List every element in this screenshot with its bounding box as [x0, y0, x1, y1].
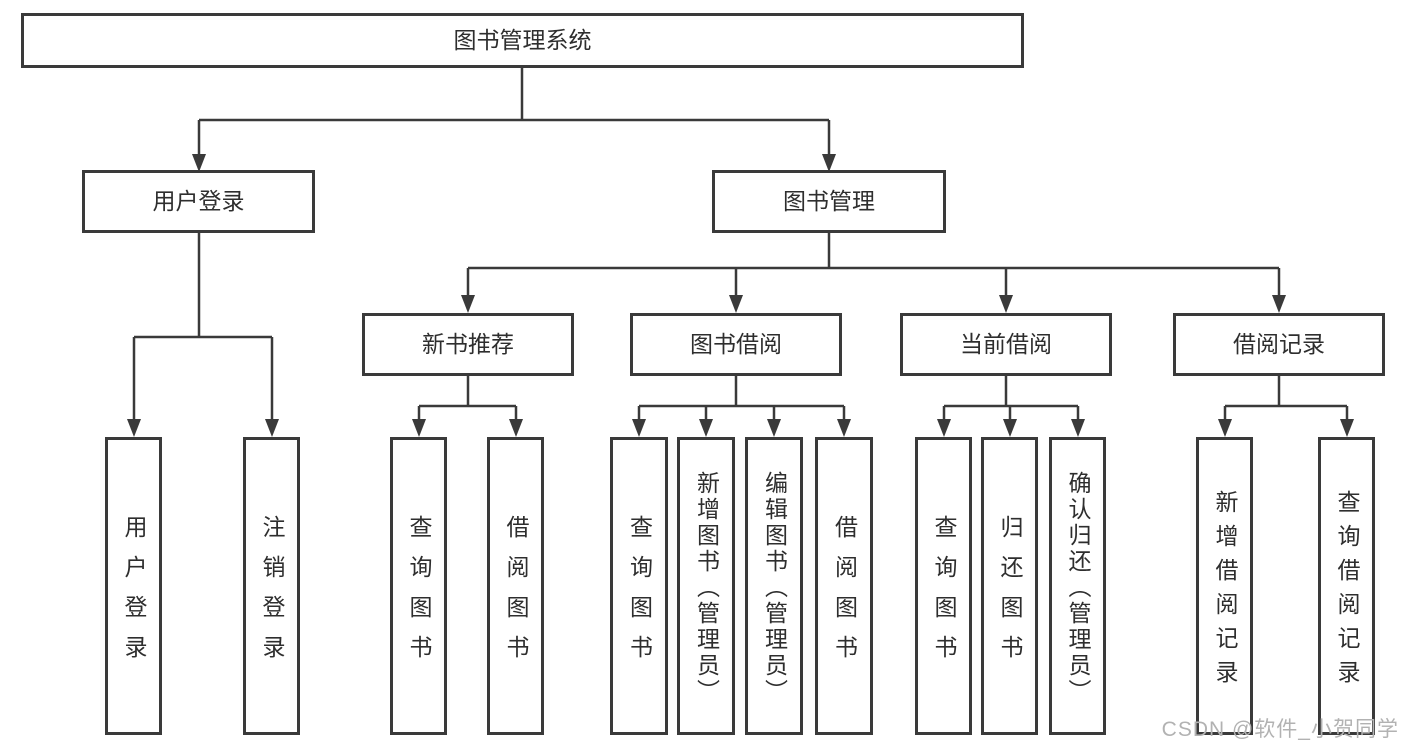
node-book-borrow: 图书借阅 — [630, 313, 842, 376]
leaf-add-borrow-record: 新增借阅记录 — [1196, 437, 1253, 735]
leaf-query-borrow-record: 查询借阅记录 — [1318, 437, 1375, 735]
node-book-management-label: 图书管理 — [783, 188, 875, 214]
node-new-book-recommend: 新书推荐 — [362, 313, 574, 376]
leaf-add-book-admin: 新增图书（管理员） — [677, 437, 735, 735]
connector-paths — [132, 68, 1349, 421]
leaf-edit-book-admin-label: 编辑图书（管理员） — [761, 470, 788, 705]
leaf-query-book-recommend: 查询图书 — [390, 437, 447, 735]
node-root-label: 图书管理系统 — [453, 27, 592, 53]
leaf-logout-label: 注销登录 — [259, 514, 285, 675]
leaf-add-book-admin-label: 新增图书（管理员） — [693, 470, 720, 705]
leaf-edit-book-admin: 编辑图书（管理员） — [745, 437, 803, 735]
leaf-user-login-label: 用户登录 — [121, 514, 147, 675]
leaf-borrow-book-recommend: 借阅图书 — [487, 437, 544, 735]
leaf-user-login: 用户登录 — [105, 437, 162, 735]
node-user-login-label: 用户登录 — [152, 188, 245, 214]
leaf-borrow-book: 借阅图书 — [815, 437, 873, 735]
csdn-watermark: CSDN @软件_小贺同学 — [1161, 718, 1399, 741]
node-current-borrow-label: 当前借阅 — [960, 331, 1052, 357]
leaf-query-book-current: 查询图书 — [915, 437, 972, 735]
leaf-query-borrow-record-label: 查询借阅记录 — [1334, 489, 1360, 694]
node-new-book-recommend-label: 新书推荐 — [422, 331, 514, 357]
node-borrow-records: 借阅记录 — [1173, 313, 1385, 376]
node-user-login: 用户登录 — [82, 170, 315, 233]
leaf-confirm-return-admin-label: 确认归还（管理员） — [1065, 470, 1091, 705]
leaf-confirm-return-admin: 确认归还（管理员） — [1049, 437, 1106, 735]
node-borrow-records-label: 借阅记录 — [1233, 331, 1325, 357]
leaf-return-book: 归还图书 — [981, 437, 1038, 735]
node-book-management: 图书管理 — [712, 170, 946, 233]
leaf-query-book-borrow-label: 查询图书 — [626, 514, 653, 675]
arrowheads — [127, 154, 1354, 437]
leaf-query-book-current-label: 查询图书 — [931, 514, 957, 675]
leaf-borrow-book-recommend-label: 借阅图书 — [503, 514, 529, 675]
leaf-query-book-borrow: 查询图书 — [610, 437, 668, 735]
node-book-borrow-label: 图书借阅 — [690, 331, 782, 357]
leaf-add-borrow-record-label: 新增借阅记录 — [1212, 489, 1238, 694]
leaf-logout: 注销登录 — [243, 437, 300, 735]
leaf-query-book-recommend-label: 查询图书 — [406, 514, 432, 675]
leaf-borrow-book-label: 借阅图书 — [831, 514, 858, 675]
node-current-borrow: 当前借阅 — [900, 313, 1112, 376]
leaf-return-book-label: 归还图书 — [997, 514, 1023, 675]
node-root: 图书管理系统 — [21, 13, 1024, 68]
